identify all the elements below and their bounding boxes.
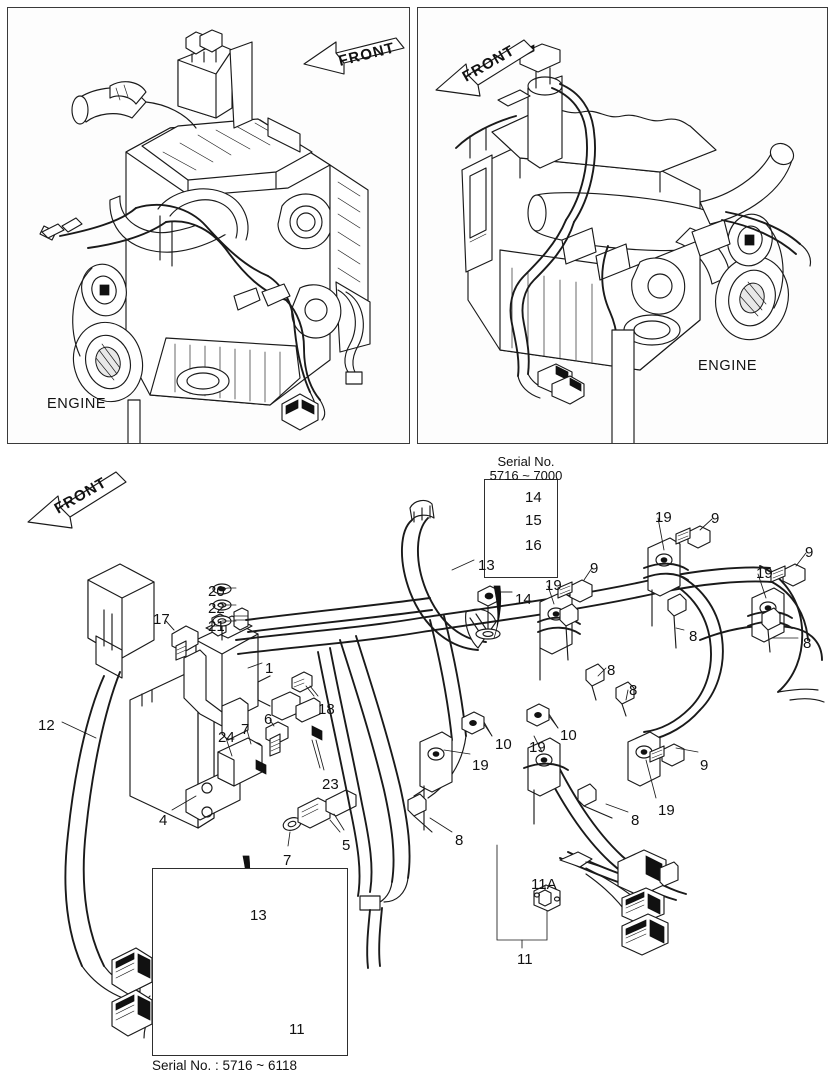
- part-callout-23: 23: [322, 776, 339, 793]
- serial-top-title-line1: Serial No.: [497, 454, 555, 469]
- part-callout-19: 19: [655, 509, 672, 526]
- part-callout-7: 7: [241, 721, 250, 738]
- part-callout-12: 12: [38, 717, 55, 734]
- engine-label-right: ENGINE: [698, 358, 758, 374]
- part-callout-8: 8: [689, 628, 698, 645]
- part-callout-19: 19: [756, 565, 773, 582]
- part-callout-15: 15: [525, 512, 542, 529]
- part-callout-20: 20: [208, 583, 225, 600]
- part-callout-5: 5: [342, 837, 351, 854]
- part-callout-14: 14: [525, 489, 542, 506]
- part-callout-19: 19: [545, 577, 562, 594]
- svg-text:FRONT: FRONT: [52, 474, 110, 518]
- part-callout-8: 8: [629, 682, 638, 699]
- part-callout-17: 17: [153, 611, 170, 628]
- part-callout-14: 14: [515, 591, 532, 608]
- part-callout-11A: 11A: [531, 876, 557, 893]
- serial-top-title-line2: 5716 ~ 7000: [489, 468, 563, 483]
- serial-bottom-caption: Serial No. : 5716 ~ 6118: [152, 1058, 297, 1073]
- part-callout-8: 8: [803, 635, 812, 652]
- inset-serial-5716-6118: [152, 868, 348, 1056]
- part-callout-11: 11: [517, 951, 533, 968]
- part-callout-13: 13: [250, 907, 267, 924]
- part-callout-7: 7: [283, 852, 292, 869]
- part-callout-8: 8: [607, 662, 616, 679]
- part-callout-22: 22: [208, 600, 225, 617]
- part-callout-24: 24: [218, 729, 235, 746]
- part-callout-9: 9: [590, 560, 599, 577]
- part-callout-6: 6: [264, 711, 273, 728]
- part-callout-10: 10: [560, 727, 577, 744]
- part-callout-4: 4: [159, 812, 168, 829]
- part-callout-13: 13: [478, 557, 495, 574]
- part-callout-19: 19: [472, 757, 489, 774]
- part-callout-8: 8: [455, 832, 464, 849]
- part-callout-1: 1: [265, 660, 274, 677]
- part-callout-21: 21: [208, 618, 225, 635]
- inset-serial-5716-7000: [484, 479, 558, 578]
- panel-engine-right: [417, 7, 828, 444]
- engine-label-left: ENGINE: [47, 396, 107, 412]
- part-callout-10: 10: [495, 736, 512, 753]
- part-callout-19: 19: [529, 739, 546, 756]
- part-callout-11: 11: [289, 1021, 305, 1038]
- part-callout-9: 9: [805, 544, 814, 561]
- part-callout-9: 9: [711, 510, 720, 527]
- part-callout-19: 19: [658, 802, 675, 819]
- panel-engine-left: [7, 7, 410, 444]
- part-callout-9: 9: [700, 757, 709, 774]
- part-callout-8: 8: [631, 812, 640, 829]
- part-callout-18: 18: [318, 701, 335, 718]
- part-callout-16: 16: [525, 537, 542, 554]
